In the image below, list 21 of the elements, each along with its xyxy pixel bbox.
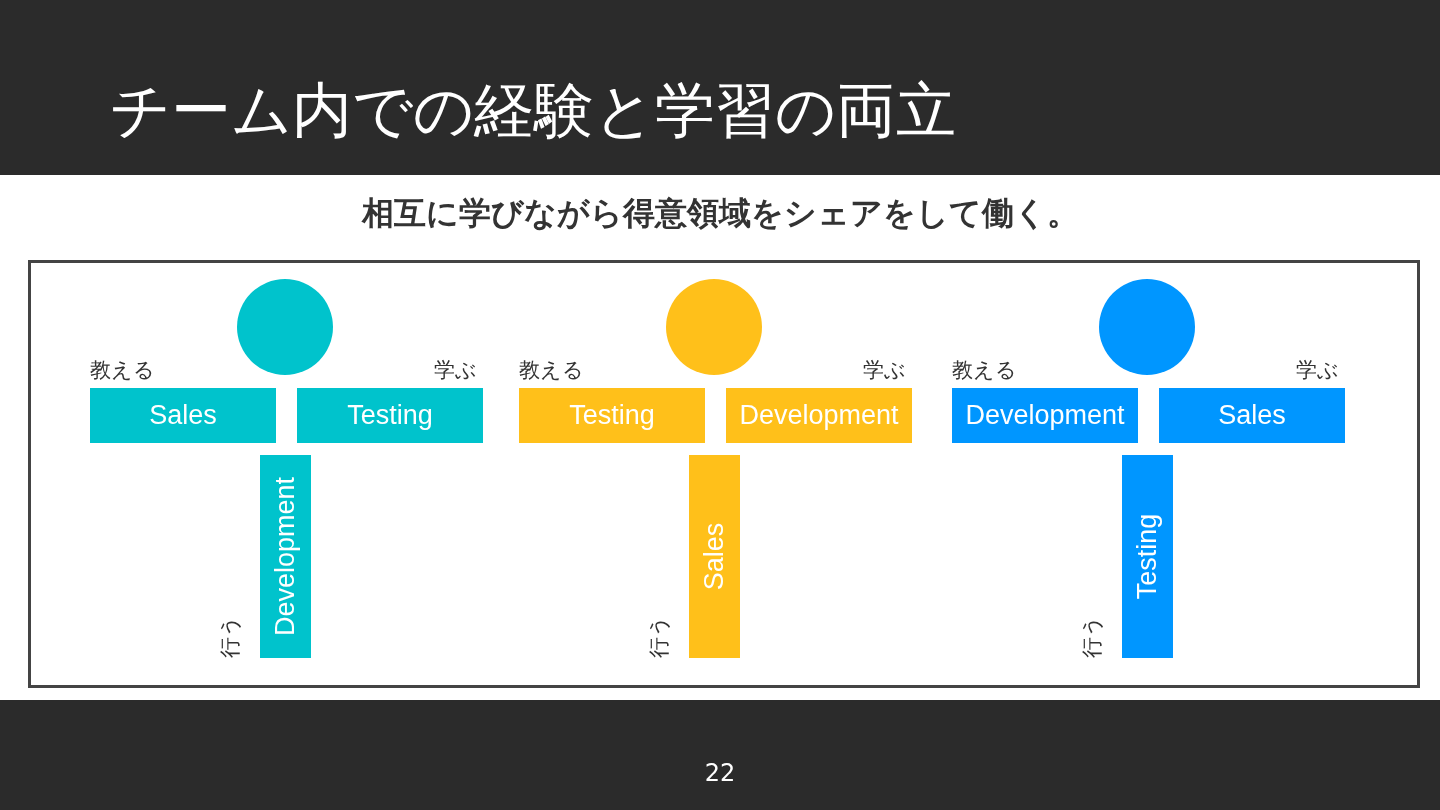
role-label: 学ぶ xyxy=(1296,358,1339,382)
skill-box: Testing xyxy=(519,388,705,443)
role-label: 教える xyxy=(90,358,155,382)
role-label: 学ぶ xyxy=(863,358,906,382)
skill-box: Development xyxy=(952,388,1138,443)
skill-bar: Development xyxy=(260,455,311,658)
skill-bar: Testing xyxy=(1122,455,1173,658)
role-label: 行う xyxy=(1080,615,1104,658)
skill-box: Sales xyxy=(90,388,276,443)
skill-box: Development xyxy=(726,388,912,443)
subtitle: 相互に学びながら得意領域をシェアをして働く。 xyxy=(360,193,1080,234)
role-label: 行う xyxy=(647,615,671,658)
role-label: 学ぶ xyxy=(434,358,477,382)
skill-box: Testing xyxy=(297,388,483,443)
role-label: 教える xyxy=(952,358,1017,382)
role-label: 教える xyxy=(519,358,584,382)
page-number: 22 xyxy=(703,758,737,788)
slide-title: チーム内での経験と学習の両立 xyxy=(110,74,956,147)
skill-box: Sales xyxy=(1159,388,1345,443)
role-label: 行う xyxy=(218,615,242,658)
skill-bar: Sales xyxy=(689,455,740,658)
